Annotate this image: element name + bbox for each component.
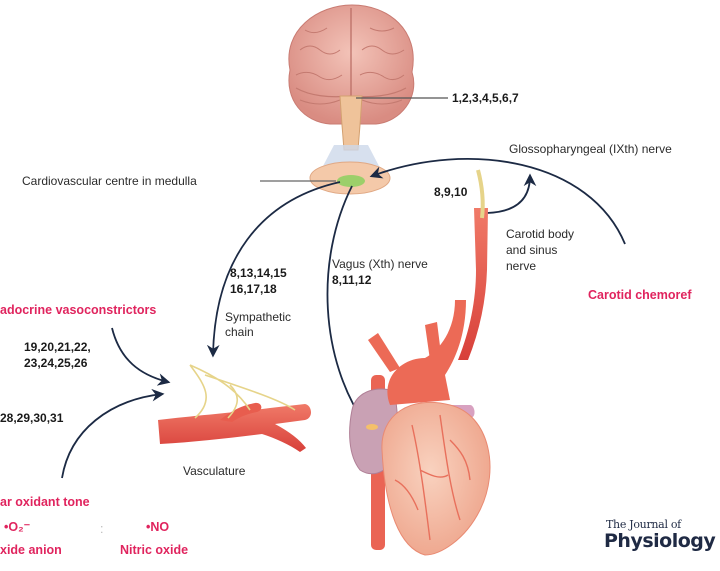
superoxide-symbol: •O₂⁻ [4, 520, 31, 534]
carotid-artery-illustration [458, 169, 488, 360]
vagus-references: 8,11,12 [332, 273, 372, 287]
carotid-chemoreflex-heading: Carotid chemoref [588, 288, 692, 302]
vasculature-label: Vasculature [183, 464, 246, 478]
carotid-body-label-2: and sinus [506, 243, 558, 257]
sympathetic-label-2: chain [225, 325, 254, 339]
sympathetic-arrow [206, 181, 341, 358]
ratio-separator: : [100, 522, 104, 536]
glossopharyngeal-arrow [369, 158, 626, 245]
journal-logo-line2: Physiology [604, 530, 716, 552]
sympathetic-label-1: Sympathetic [225, 310, 292, 324]
journal-logo-line1: The Journal of [606, 518, 681, 531]
vasoconstrictor-arrow [111, 327, 171, 386]
carotid-sinus-arrow [486, 173, 537, 214]
sympathetic-references-1: 8,13,14,15 [230, 266, 287, 280]
heart-illustration [349, 300, 491, 556]
oxidant-references: 28,29,30,31 [0, 411, 64, 425]
carotid-references: 8,9,10 [434, 185, 468, 199]
vagus-arrow [326, 185, 368, 428]
vasoconstrictor-references-1: 19,20,21,22, [24, 340, 91, 354]
nitric-oxide-symbol: •NO [146, 520, 170, 534]
medulla-label: Cardiovascular centre in medulla [22, 174, 197, 188]
vasculature-illustration [158, 364, 312, 452]
oxidant-tone-heading: ar oxidant tone [0, 495, 90, 509]
vagus-label: Vagus (Xth) nerve [332, 257, 428, 271]
vasoconstrictor-references-2: 23,24,25,26 [24, 356, 88, 370]
oxidant-arrow [61, 388, 165, 479]
carotid-body-label-1: Carotid body [506, 227, 575, 241]
glossopharyngeal-label: Glossopharyngeal (IXth) nerve [509, 142, 672, 156]
sympathetic-references-2: 16,17,18 [230, 282, 277, 296]
brain-illustration [288, 4, 415, 168]
superoxide-name: xide anion [0, 543, 62, 557]
neuroendocrine-vasoconstrictors-heading: adocrine vasoconstrictors [0, 303, 157, 317]
brain-references: 1,2,3,4,5,6,7 [452, 91, 519, 105]
carotid-body-label-3: nerve [506, 259, 537, 273]
nitric-oxide-name: Nitric oxide [120, 543, 189, 557]
